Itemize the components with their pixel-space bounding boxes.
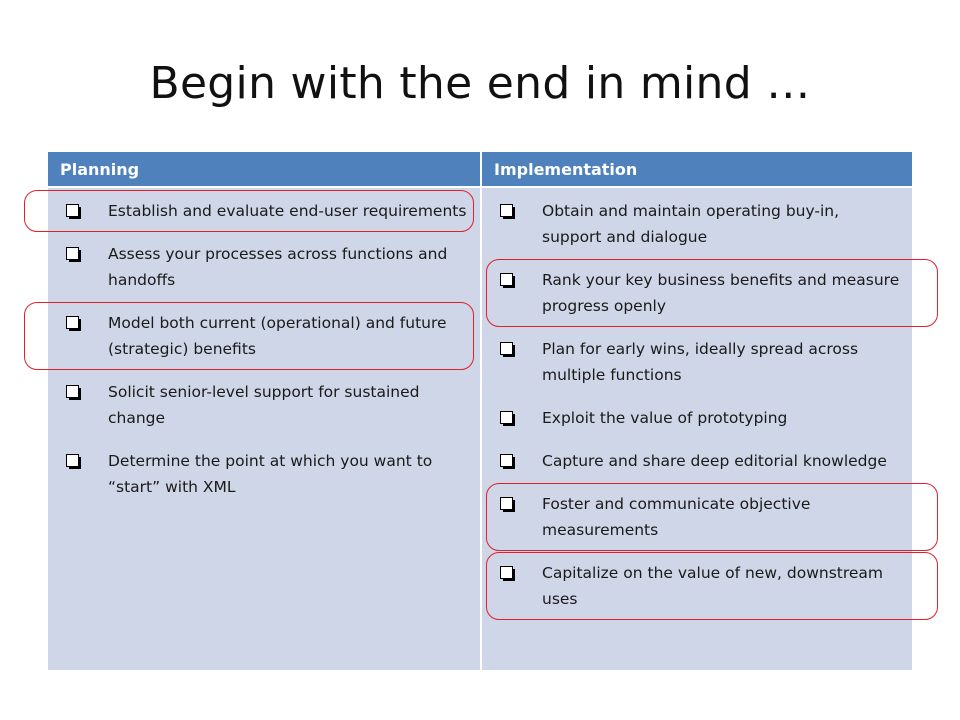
implementation-item-text: Obtain and maintain operating buy-in, su…	[542, 202, 840, 246]
implementation-item-text: Plan for early wins, ideally spread acro…	[542, 340, 859, 384]
header-implementation: Implementation	[480, 152, 912, 188]
implementation-item-text: Capitalize on the value of new, downstre…	[542, 564, 884, 608]
planning-item-text: Model both current (operational) and fut…	[108, 314, 447, 358]
planning-item-text: Assess your processes across functions a…	[108, 245, 448, 289]
implementation-item-text: Exploit the value of prototyping	[542, 409, 788, 427]
header-planning: Planning	[48, 152, 480, 188]
comparison-table: Planning Implementation Establish and ev…	[24, 152, 938, 670]
planning-item-text: Establish and evaluate end-user requirem…	[108, 202, 467, 220]
implementation-column: Obtain and maintain operating buy-in, su…	[480, 188, 938, 670]
implementation-item-text: Rank your key business benefits and meas…	[542, 271, 900, 315]
planning-item: Establish and evaluate end-user requirem…	[48, 198, 480, 224]
planning-item: Assess your processes across functions a…	[48, 241, 480, 293]
checkbox-bullet-icon	[66, 202, 82, 219]
implementation-item-text: Foster and communicate objective measure…	[542, 495, 811, 539]
planning-item: Determine the point at which you want to…	[48, 448, 480, 500]
checkbox-bullet-icon	[500, 452, 516, 469]
implementation-item: Capture and share deep editorial knowled…	[482, 448, 912, 474]
checkbox-bullet-icon	[500, 340, 516, 357]
implementation-list: Obtain and maintain operating buy-in, su…	[482, 198, 912, 612]
implementation-item-text: Capture and share deep editorial knowled…	[542, 452, 887, 470]
planning-item: Model both current (operational) and fut…	[48, 310, 480, 362]
implementation-item: Obtain and maintain operating buy-in, su…	[482, 198, 912, 250]
slide-title: Begin with the end in mind …	[149, 58, 811, 109]
planning-item: Solicit senior-level support for sustain…	[48, 379, 480, 431]
checkbox-bullet-icon	[500, 202, 516, 219]
checkbox-bullet-icon	[66, 314, 82, 331]
checkbox-bullet-icon	[66, 245, 82, 262]
planning-list: Establish and evaluate end-user requirem…	[48, 198, 480, 500]
checkbox-bullet-icon	[66, 383, 82, 400]
checkbox-bullet-icon	[500, 564, 516, 581]
implementation-item: Capitalize on the value of new, downstre…	[482, 560, 912, 612]
implementation-item: Foster and communicate objective measure…	[482, 491, 912, 543]
planning-column: Establish and evaluate end-user requirem…	[24, 188, 480, 670]
planning-item-text: Determine the point at which you want to…	[108, 452, 433, 496]
planning-item-text: Solicit senior-level support for sustain…	[108, 383, 420, 427]
checkbox-bullet-icon	[500, 271, 516, 288]
checkbox-bullet-icon	[66, 452, 82, 469]
implementation-item: Plan for early wins, ideally spread acro…	[482, 336, 912, 388]
implementation-item: Exploit the value of prototyping	[482, 405, 912, 431]
implementation-item: Rank your key business benefits and meas…	[482, 267, 912, 319]
checkbox-bullet-icon	[500, 495, 516, 512]
checkbox-bullet-icon	[500, 409, 516, 426]
